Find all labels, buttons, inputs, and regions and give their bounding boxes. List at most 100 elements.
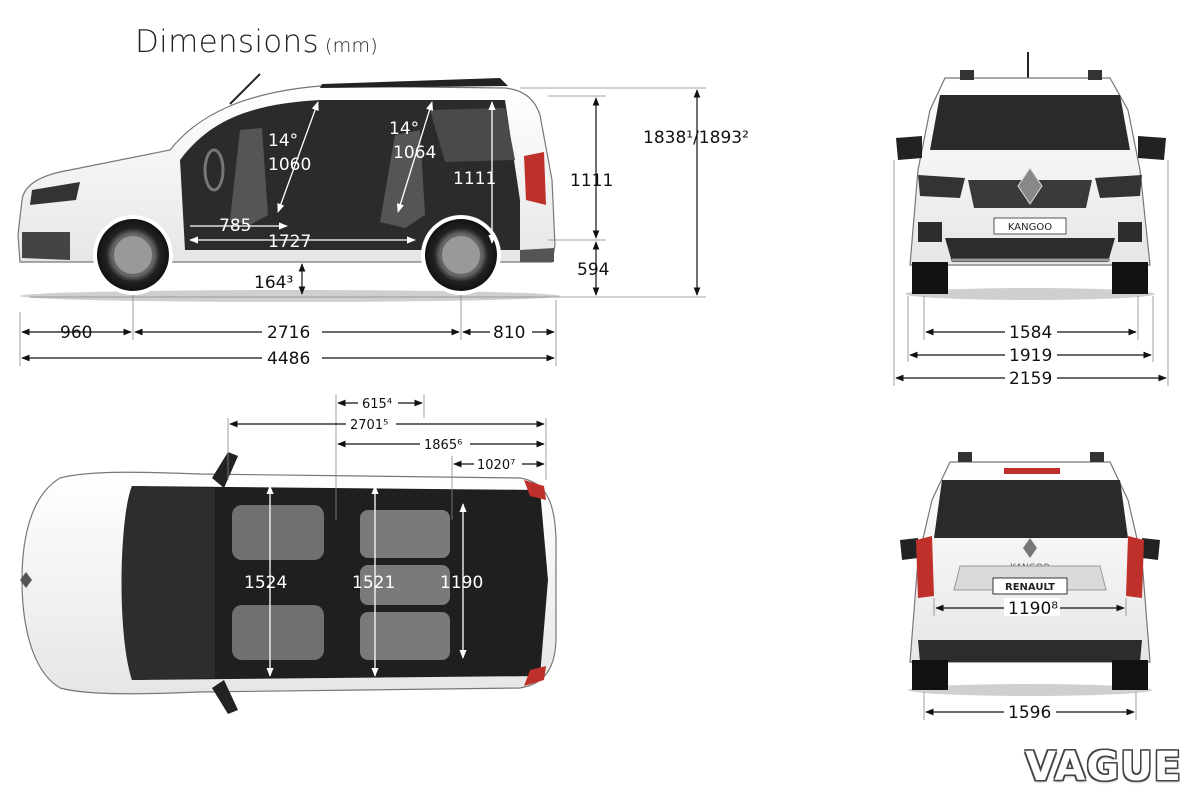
top-mirror-left [212, 452, 238, 488]
top-dashboard [121, 486, 215, 680]
side-cabin-length-front: 785 [219, 216, 251, 236]
side-tail-light [524, 152, 546, 205]
top-1865: 1865⁶ [424, 438, 462, 453]
side-front-rim [112, 234, 154, 276]
top-tail-light-right [524, 666, 546, 686]
side-ground-shadow [20, 290, 560, 302]
side-headroom-rear: 1064 [393, 143, 436, 163]
side-rear-bumper [520, 248, 554, 262]
top-2701: 2701⁵ [350, 418, 388, 433]
front-roof-rail-left [960, 70, 974, 80]
rear-logo [1023, 538, 1037, 558]
side-rear-window [430, 108, 515, 162]
top-2701-bg [346, 415, 396, 431]
top-1865-bg [420, 435, 470, 451]
front-width-bg [1005, 345, 1057, 363]
side-ground-clearance: 164³ [254, 273, 293, 293]
top-615: 615⁴ [362, 397, 392, 412]
top-view: 615⁴ 2701⁵ 1865⁶ 1020⁷ 1524 1521 1190 [20, 394, 557, 714]
front-headlight-right [1095, 175, 1142, 198]
side-headroom-rear-line [396, 101, 434, 213]
side-headlight [30, 182, 80, 205]
rear-plate-label: RENAULT [1005, 582, 1055, 593]
top-1020-bg [474, 455, 522, 471]
rear-plate [992, 577, 1068, 595]
front-foglight-left [918, 222, 942, 242]
rear-bumper [918, 640, 1142, 662]
rear-mirror-right [1142, 538, 1160, 560]
rear-tire-left [912, 660, 948, 690]
front-width: 1919 [1009, 346, 1052, 366]
front-tire-right [1112, 262, 1148, 294]
rear-opening-width: 1190⁸ [1008, 599, 1058, 619]
title-unit: (mm) [324, 35, 378, 57]
side-rear-rim [440, 234, 482, 276]
rear-tail-light-left [916, 536, 934, 598]
top-logo [20, 572, 32, 588]
side-headroom-front: 1060 [268, 155, 311, 175]
rear-roof-rail-left [958, 452, 972, 462]
front-plate [993, 217, 1067, 235]
side-seat-angle-rear: 14° [389, 119, 419, 139]
top-seat-front-left [232, 505, 324, 560]
side-antenna [229, 73, 261, 105]
rear-opening-bg [1004, 598, 1060, 616]
front-logo [1017, 167, 1043, 205]
front-width-mirrors: 2159 [1009, 369, 1052, 389]
rear-window [934, 480, 1128, 538]
front-lower-intake [945, 238, 1115, 262]
front-track-bg [1005, 322, 1057, 340]
front-width-mirrors-bg [1005, 368, 1057, 386]
brand-watermark: VAGUE [1025, 744, 1182, 790]
front-mirror-right [1138, 136, 1166, 160]
rear-tail-light-right [1126, 536, 1144, 598]
side-total-length: 4486 [267, 349, 310, 369]
front-windshield [930, 95, 1130, 150]
top-mirror-right [212, 680, 238, 714]
side-headroom-front-line [277, 101, 319, 213]
side-wheelbase-bg [262, 322, 322, 340]
side-seat-angle-front: 14° [268, 131, 298, 151]
top-seat-rear-right [360, 612, 450, 660]
page-title: Dimensions(mm) [135, 24, 378, 60]
rear-track: 1596 [1008, 703, 1051, 723]
side-cabin-length-total: 1727 [268, 232, 311, 252]
title-text: Dimensions [135, 24, 319, 60]
front-ground-shadow [905, 288, 1155, 300]
side-front-seat [230, 128, 268, 225]
front-track: 1584 [1009, 323, 1052, 343]
top-width-front: 1524 [244, 573, 287, 593]
side-rear-overhang-bg [490, 322, 532, 340]
rear-tire-right [1112, 660, 1148, 690]
front-plate-label: KANGOO [1008, 222, 1052, 233]
side-steering-wheel [203, 148, 225, 192]
front-roof-rail-right [1088, 70, 1102, 80]
top-seat-front-right [232, 605, 324, 660]
rear-mirror-left [900, 538, 918, 560]
rear-ground-shadow [908, 684, 1152, 696]
top-tail-light-left [524, 480, 546, 500]
rear-view: KANGOO RENAULT 1190⁸ 1596 [900, 452, 1160, 723]
top-seat-rear-left [360, 510, 450, 558]
top-width-rear: 1521 [352, 573, 395, 593]
top-615-bg [358, 394, 398, 410]
side-view: 14° 1060 14° 1064 1111 785 1727 164³ 111… [17, 73, 749, 369]
top-seat-rear-middle [360, 565, 450, 605]
side-total-length-bg [262, 348, 322, 366]
side-rear-opening-height: 1111 [570, 171, 613, 191]
top-width-arches: 1190 [440, 573, 483, 593]
side-interior-height: 1111 [453, 169, 496, 189]
front-foglight-right [1118, 222, 1142, 242]
front-view: KANGOO 1584 1919 2159 [893, 52, 1169, 389]
front-mirror-left [896, 136, 922, 160]
top-1020: 1020⁷ [477, 458, 515, 473]
side-wheelbase: 2716 [267, 323, 310, 343]
side-rear-overhang: 810 [493, 323, 525, 343]
side-sill-height: 594 [577, 260, 609, 280]
rear-roof-rail-right [1090, 452, 1104, 462]
side-front-overhang: 960 [60, 323, 92, 343]
front-headlight-left [918, 175, 965, 198]
side-roof-rail [320, 78, 508, 88]
front-tire-left [912, 262, 948, 294]
